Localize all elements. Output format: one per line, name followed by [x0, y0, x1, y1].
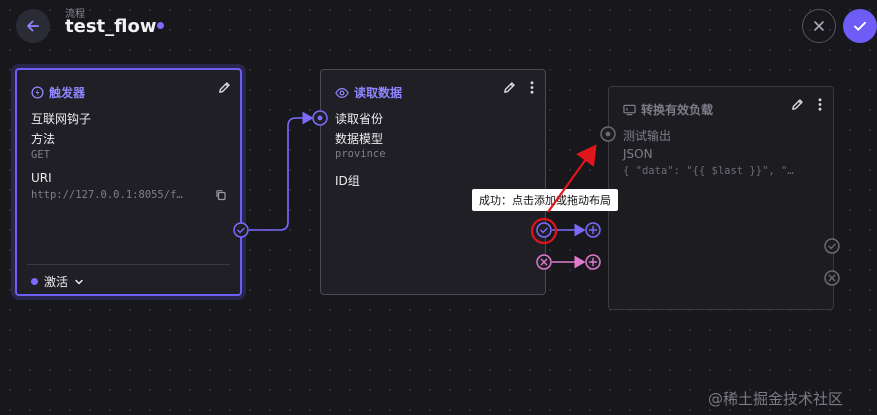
close-icon [814, 21, 824, 31]
trigger-node-title: 触发器 [49, 86, 86, 100]
trigger-success-port[interactable] [233, 222, 249, 238]
more-vertical-icon [818, 98, 822, 111]
status-label: 激活 [44, 275, 69, 289]
watermark: @稀土掘金技术社区 [708, 390, 844, 408]
read-node-title: 读取数据 [354, 86, 403, 100]
copy-uri-button[interactable] [215, 189, 227, 201]
edit-transform-button[interactable] [790, 97, 805, 112]
confirm-button[interactable] [843, 9, 877, 43]
json-label: JSON [623, 147, 653, 161]
more-vertical-icon [530, 81, 534, 94]
status-dropdown[interactable]: 激活 [31, 273, 84, 290]
read-input-port[interactable] [312, 110, 328, 126]
method-value: GET [31, 149, 50, 161]
transform-payload-node[interactable]: 转换有效负载 测试输出 JSON { "data": "{{ $last }}"… [608, 86, 834, 310]
bolt-circle-icon [31, 86, 44, 99]
chevron-down-icon [75, 279, 83, 284]
pencil-icon [219, 82, 230, 93]
pencil-icon [792, 99, 803, 110]
read-success-port[interactable] [536, 222, 552, 238]
edit-read-button[interactable] [502, 80, 517, 95]
status-dot [157, 22, 164, 29]
code-block-icon [623, 104, 636, 115]
edit-trigger-button[interactable] [217, 80, 232, 95]
test-output-label: 测试输出 [623, 129, 672, 143]
ids-label: ID组 [335, 174, 360, 188]
add-success-operation-button[interactable] [585, 222, 601, 238]
read-data-node[interactable]: 读取数据 读取省份 数据模型 province ID组 [320, 69, 546, 295]
json-value: { "data": "{{ $last }}", "… [623, 165, 794, 177]
trigger-node-header: 触发器 [31, 84, 85, 101]
check-icon [854, 21, 866, 31]
tooltip: 成功：点击添加或拖动布局 [472, 189, 618, 211]
trigger-subtitle: 互联网钩子 [31, 112, 92, 126]
eye-icon [335, 87, 349, 98]
transform-node-title: 转换有效负载 [641, 103, 714, 117]
breadcrumb: 流程 [65, 9, 85, 20]
copy-icon [216, 190, 226, 201]
page-title: test_flow [65, 16, 157, 37]
pencil-icon [504, 82, 515, 93]
read-more-menu-button[interactable] [529, 80, 535, 95]
uri-value: http://127.0.0.1:8055/f… [31, 189, 183, 201]
trigger-node[interactable]: 触发器 互联网钩子 方法 GET URI http://127.0.0.1:80… [15, 68, 242, 296]
edge-trigger-to-read [249, 111, 314, 231]
method-label: 方法 [31, 132, 56, 146]
model-label: 数据模型 [335, 132, 384, 146]
status-indicator [31, 278, 38, 285]
transform-node-header: 转换有效负载 [623, 101, 713, 118]
divider [27, 264, 230, 265]
back-button[interactable] [16, 9, 50, 43]
model-value: province [335, 148, 386, 160]
arrow-left-icon [27, 20, 39, 32]
transform-more-menu-button[interactable] [817, 97, 823, 112]
read-subtitle: 读取省份 [335, 112, 384, 126]
add-failure-operation-button[interactable] [585, 254, 601, 270]
uri-label: URI [31, 171, 52, 185]
cancel-button[interactable] [802, 9, 836, 43]
read-node-header: 读取数据 [335, 84, 402, 101]
read-failure-port[interactable] [536, 254, 552, 270]
